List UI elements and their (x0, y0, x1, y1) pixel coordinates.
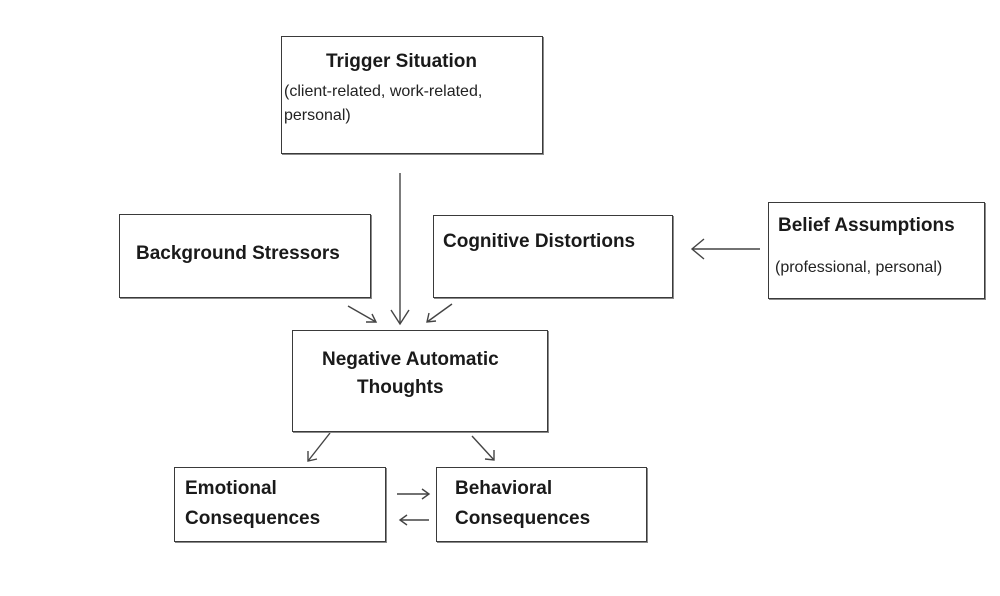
node-title: Emotional (185, 478, 277, 499)
node-title: Behavioral (455, 478, 553, 499)
node-title: Background Stressors (136, 243, 340, 264)
arrow-behavioral-to-emotional (398, 514, 429, 526)
node-title: Negative Automatic (322, 349, 499, 370)
node-subtitle: (client-related, work-related, (284, 83, 483, 100)
node-belief-assumptions: Belief Assumptions (professional, person… (768, 202, 985, 299)
node-title: Thoughts (357, 377, 444, 398)
arrow-cognitive-to-nat (426, 303, 453, 323)
arrow-nat-to-behavioral (471, 435, 495, 461)
node-behavioral-consequences: Behavioral Consequences (436, 467, 647, 542)
node-cognitive-distortions: Cognitive Distortions (433, 215, 673, 298)
arrow-trigger-to-nat (390, 173, 410, 326)
node-subtitle: (professional, personal) (775, 259, 943, 276)
node-title: Trigger Situation (326, 51, 477, 72)
node-title: Consequences (185, 508, 321, 529)
node-negative-automatic-thoughts: Negative Automatic Thoughts (292, 330, 548, 432)
node-subtitle: personal) (284, 107, 351, 124)
node-title: Consequences (455, 508, 591, 529)
node-title: Cognitive Distortions (443, 231, 636, 252)
arrow-nat-to-emotional (307, 432, 331, 462)
arrow-belief-to-cognitive (690, 238, 760, 260)
arrow-emotional-to-behavioral (397, 488, 431, 500)
node-background-stressors: Background Stressors (119, 214, 371, 298)
arrow-background-to-nat (347, 305, 378, 323)
node-emotional-consequences: Emotional Consequences (174, 467, 386, 542)
node-trigger-situation: Trigger Situation (client-related, work-… (281, 36, 543, 154)
node-title: Belief Assumptions (778, 215, 955, 236)
